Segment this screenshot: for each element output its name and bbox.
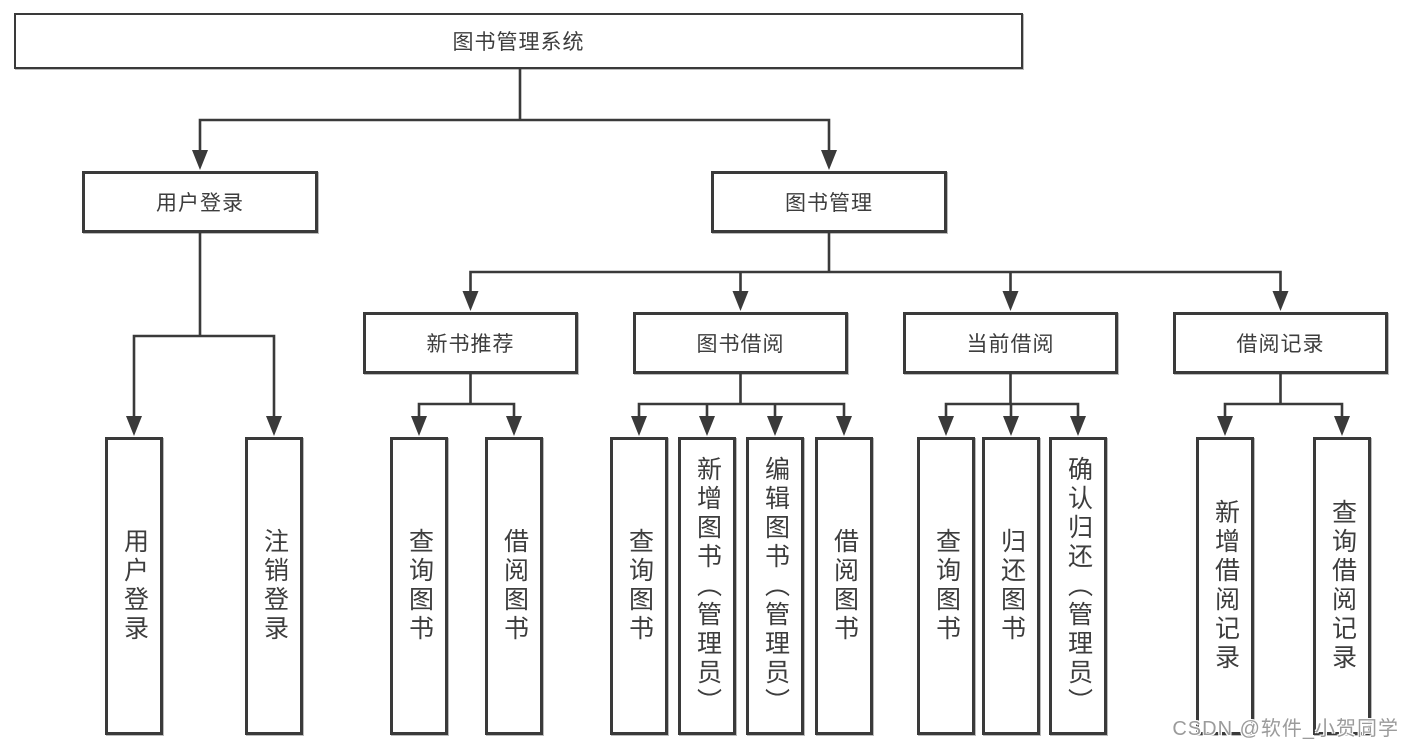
node-book-management-branch-label: 图书管理 (785, 192, 873, 215)
node-current-borrow-label: 当前借阅 (966, 333, 1055, 356)
leaf-add-books-admin: 新增图书（管理员） (678, 437, 736, 735)
node-borrow-records: 借阅记录 (1173, 312, 1388, 374)
node-book-borrow: 图书借阅 (633, 312, 848, 374)
node-book-management-branch: 图书管理 (711, 171, 947, 233)
node-book-borrow-label: 图书借阅 (696, 333, 785, 356)
leaf-edit-books-admin: 编辑图书（管理员） (746, 437, 804, 735)
leaf-recommend-borrow-books: 借阅图书 (485, 437, 543, 735)
node-current-borrow: 当前借阅 (903, 312, 1118, 374)
leaf-add-borrow-record: 新增借阅记录 (1196, 437, 1254, 735)
leaf-recommend-query-books: 查询图书 (390, 437, 448, 735)
leaf-borrow-books: 借阅图书 (815, 437, 873, 735)
node-system-root: 图书管理系统 (14, 13, 1023, 69)
leaf-user-login: 用户登录 (105, 437, 163, 735)
csdn-watermark: CSDN @软件_小贺同学 (1172, 718, 1399, 740)
leaf-borrow-query-books: 查询图书 (610, 437, 668, 735)
tree-lines (132, 67, 1344, 420)
leaf-query-borrow-record: 查询借阅记录 (1313, 437, 1371, 735)
leaf-current-query-books: 查询图书 (917, 437, 975, 735)
node-borrow-records-label: 借阅记录 (1236, 333, 1325, 356)
node-new-book-recommend-label: 新书推荐 (426, 333, 515, 356)
node-user-login-branch: 用户登录 (82, 171, 318, 233)
arrowheads (126, 150, 1350, 436)
node-user-login-branch-label: 用户登录 (156, 192, 244, 215)
leaf-return-books: 归还图书 (982, 437, 1040, 735)
node-new-book-recommend: 新书推荐 (363, 312, 578, 374)
leaf-confirm-return-admin: 确认归还（管理员） (1049, 437, 1107, 735)
leaf-logout-login: 注销登录 (245, 437, 303, 735)
node-system-root-label: 图书管理系统 (452, 31, 585, 54)
